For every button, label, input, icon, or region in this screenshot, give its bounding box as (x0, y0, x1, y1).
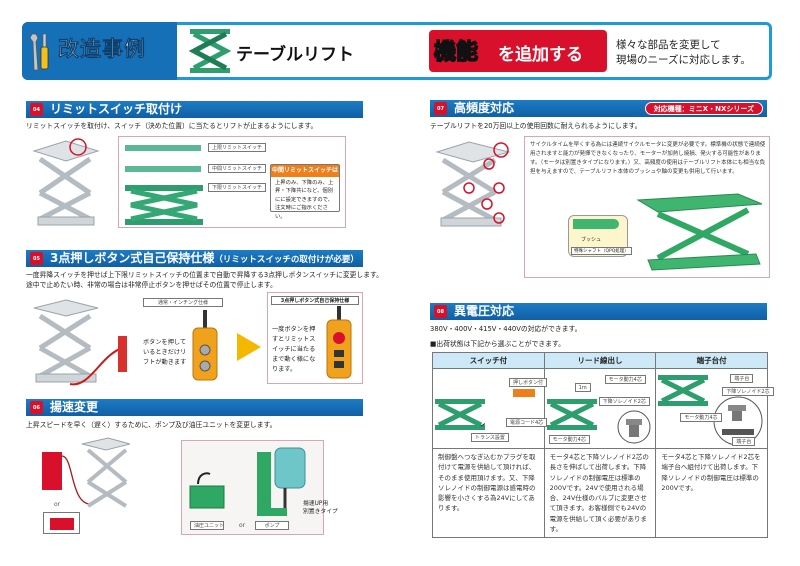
or-label-left: or (54, 501, 61, 508)
self-hold-spec-label: 3点押しボタン式自己保持仕様 (271, 296, 359, 305)
diagram-label: 端子台 (730, 374, 754, 383)
section-05-header: 05 3点押しボタン式自己保持仕様（リミットスイッチの取付けが必要） (26, 250, 363, 267)
middle-limit-bar (125, 166, 201, 172)
lift-with-hydraulic-image (42, 437, 130, 508)
feature-banner-rest: を追加する (498, 45, 583, 65)
small-hydraulic-unit-image (43, 512, 80, 534)
section-badge: 05 (30, 252, 43, 265)
middle-limit-note: 中間リミットスイッチは 上昇のみ、下降のみ、上昇・下降共になど、個別にに設定でき… (270, 164, 340, 220)
lift-with-pendant-image (33, 299, 127, 386)
lower-limit-label: 下限リミットスイッチ (208, 183, 267, 192)
section-08-description: 380V・400V・415V・440Vの対応ができます。 (430, 325, 582, 333)
lift-wear-points-image (435, 141, 511, 227)
bush-detail-inset: ブッシュ 特殊シャフト（QPQ処理） (568, 215, 632, 257)
section-05-description: 一度昇降スイッチを押せば上下限リミットスイッチの位置まで自動で昇降する3点押しボ… (26, 271, 383, 289)
section-badge: 07 (434, 102, 447, 115)
bush-label: ブッシュ (581, 237, 602, 243)
three-button-pendant-image (326, 306, 352, 379)
high-frequency-text: サイクルタイムを早くする為には連続サイクルモータに変更が必要です。標準機の状態で… (530, 142, 766, 175)
pump-label: ポンプ (255, 521, 289, 530)
header-description: 様々な部品を変更して 現場のニーズに対応します。 (616, 39, 751, 66)
two-button-pendant-image (192, 310, 218, 381)
switch-description: 制御盤へつなぎ込むかプラグを取付けて電源を供給して頂ければ、そのまま使用頂けます… (432, 447, 545, 539)
terminal-diagram-cell: 端子台 下降ソレノイド2芯 モータ動力4芯 端子台 (655, 368, 774, 449)
section-06-description: 上昇スピードを早く（遅く）するために、ポンプ及び油圧ユニットを変更します。 (26, 421, 277, 429)
arrow-right-icon (237, 333, 261, 361)
section-08-header: 08 異電圧対応 (430, 303, 767, 320)
header-subtitle: テーブルリフト (236, 45, 354, 65)
column-header-switch: スイッチ付 (432, 352, 545, 369)
upper-limit-bar (125, 145, 201, 151)
lead-diagram-cell: 1m モータ動力4芯 下降ソレノイド2芯 モータ動力4芯 (543, 368, 657, 449)
diagram-label: モータ動力4芯 (548, 435, 590, 444)
tools-icon (29, 33, 49, 71)
diagram-label: モータ動力4芯 (680, 413, 722, 422)
diagram-label: 端子台 (732, 437, 756, 446)
shipping-options-heading: ■出荷状態は下記から選ぶことができます。 (430, 340, 565, 348)
diagram-label: トランス設置 (471, 433, 509, 442)
terminal-description: モータ4芯と下降ソレノイド2芯を端子台へ組付けて出荷します。下降ソレノイドの制御… (655, 447, 768, 539)
normal-spec-label: 通常・インチング仕様 (143, 298, 223, 307)
terminal-lift-diagram (658, 375, 709, 406)
section-07-header: 07 高頻度対応 対応機種：ミニX・NXシリーズ (430, 100, 767, 117)
or-label-mid: or (239, 522, 246, 529)
diagram-label: モータ動力4芯 (604, 375, 646, 384)
hydraulic-unit-image (189, 472, 225, 509)
self-hold-spec-text: 一度ボタンを押すとリミットスイッチに当たるまで動く様になります。 (272, 326, 316, 373)
upper-limit-label: 上限リミットスイッチ (208, 143, 267, 152)
feature-banner-strong: 機能 (433, 39, 479, 66)
section-04-description: リミットスイッチを取付け、スイッチ（決めた位置）に当たるとリフトが止まるようにし… (26, 122, 318, 130)
diagram-label: 電源コード4芯 (506, 418, 548, 427)
pump-note: 揚速UP用 別置きタイプ (303, 501, 338, 515)
pump-image (257, 447, 306, 516)
lead-description: モータ4芯と下降ソレノイド2芯の長さを伸ばして出荷します。下降ソレノイドの制御電… (543, 447, 657, 539)
switch-lift-diagram (435, 399, 485, 430)
compatible-models-badge: 対応機種：ミニX・NXシリーズ (644, 102, 763, 115)
shaft-label: 特殊シャフト（QPQ処理） (571, 247, 632, 255)
terminal-detail-circle (713, 396, 763, 446)
section-04-header: 04 リミットスイッチ取付け (26, 101, 363, 118)
hydraulic-unit-label: 油圧ユニット (190, 521, 224, 530)
diagram-label: 下降ソレノイド2芯 (722, 387, 774, 396)
diagram-label: 1m (574, 383, 591, 392)
lift-limit-switch-image (32, 138, 100, 226)
green-lift-image (636, 193, 763, 271)
normal-spec-text: ボタンを押しているときだけリフトが動きます (143, 339, 187, 366)
feature-banner (429, 30, 607, 72)
switch-diagram-cell: 押しボタン付 電源コード4芯 トランス設置 (432, 368, 548, 449)
section-06-header: 06 揚速変更 (26, 399, 363, 416)
voltage-options-table: スイッチ付 リード線出し 端子台付 押しボタン付 電源コード4芯 トランス設置 (432, 352, 774, 539)
column-header-terminal: 端子台付 (655, 352, 768, 369)
valve-detail-circle (617, 410, 651, 444)
middle-limit-label: 中間リミットスイッチ (208, 164, 267, 173)
note-title: 中間リミットスイッチは (271, 165, 339, 177)
push-button-box (513, 389, 535, 397)
section-badge: 04 (30, 103, 43, 116)
scissor-lift-icon (188, 29, 232, 73)
header-title: 改造事例 (58, 37, 146, 62)
section-badge: 06 (30, 401, 43, 414)
section-badge: 08 (434, 305, 447, 318)
lead-lift-diagram (546, 399, 597, 430)
note-body: 上昇のみ、下降のみ、上昇・下降共になど、個別にに設定できますので、注文時にご指示… (275, 180, 334, 220)
column-header-lead: リード線出し (543, 352, 657, 369)
diagram-label: 下降ソレノイド2芯 (598, 397, 650, 406)
section-07-description: テーブルリフトを20万回以上の使用回数に耐えられるようにします。 (430, 122, 642, 130)
green-scissor-lift-image (125, 185, 203, 225)
diagram-label: 押しボタン付 (509, 378, 548, 387)
